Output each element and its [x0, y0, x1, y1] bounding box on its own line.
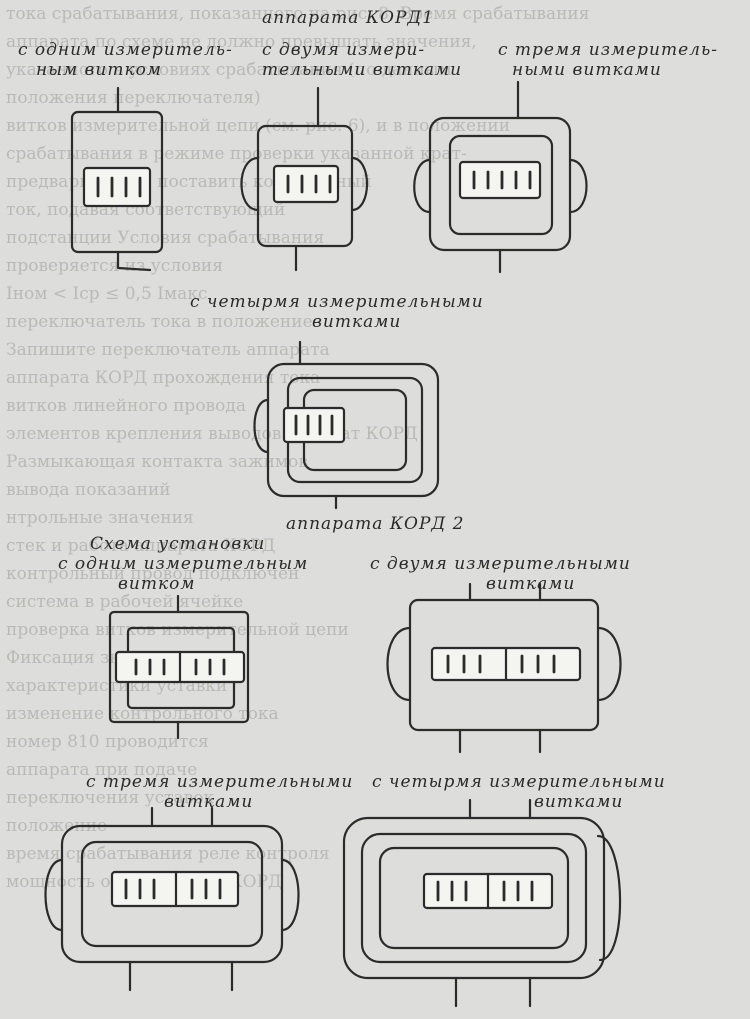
background-text-line: витков линейного провода	[6, 396, 246, 416]
background-text-line: проверка витков измерительной цепи	[6, 620, 349, 640]
background-text-line: аппарата КОРД прохождения тока	[6, 368, 321, 388]
label-title-kord1: аппарата КОРД1	[262, 8, 435, 28]
diagram-kord1-three-turns	[413, 80, 588, 274]
background-text-line: стек и работа аппарата КОРД	[6, 536, 276, 556]
label-one-turn-line1: с одним измеритель-	[18, 40, 233, 60]
label-four-b-line2: витками	[534, 792, 624, 812]
background-text-line: вывода показаний	[6, 480, 171, 500]
diagram-kord2-four-turns	[342, 798, 622, 1008]
background-text-line: контрольный провод подключен	[6, 564, 300, 584]
diagram-kord1-one-turn	[70, 86, 164, 272]
label-three-turns-line2: ными витками	[512, 60, 662, 80]
background-text-line: аппарата по схеме не должно превышать зн…	[6, 32, 477, 52]
background-text-line: Размыкающая контакта зажимов	[6, 452, 308, 472]
label-four-turns-line1: с четырмя измерительными	[190, 292, 484, 312]
background-text-line: положения переключателя)	[6, 88, 261, 108]
label-scheme-line2: с одним измерительным	[58, 554, 309, 574]
label-four-turns-line2: витками	[312, 312, 402, 332]
label-two-turns-line2: тельными витками	[262, 60, 463, 80]
background-text-line: проверяется из условия	[6, 256, 223, 276]
background-text-line: указанного в условиях срабатывания (по д…	[6, 60, 452, 80]
label-title-kord2: аппарата КОРД 2	[286, 514, 465, 534]
background-text-line: аппарата при подаче	[6, 760, 198, 780]
background-text-line: переключения уставок	[6, 788, 215, 808]
label-four-b-line1: с четырмя измерительными	[372, 772, 666, 792]
diagram-kord1-two-turns	[240, 86, 369, 272]
background-text-line: витков измерительной цепи (см. рис. 6), …	[6, 116, 511, 136]
label-scheme-line3: витком	[118, 574, 196, 594]
background-text-line: номер 810 проводится	[6, 732, 209, 752]
label-two-b-line2: витками	[486, 574, 576, 594]
label-two-b-line1: с двумя измерительными	[370, 554, 631, 574]
label-three-b-line2: витками	[164, 792, 254, 812]
background-text-line: время срабатывания реле контроля	[6, 844, 330, 864]
diagram-kord1-four-turns	[253, 340, 440, 510]
background-text-line: тока срабатывания, показанного на рис. 8…	[6, 4, 590, 24]
background-text-line: Запишите переключатель аппарата	[6, 340, 330, 360]
label-three-turns-line1: с тремя измеритель-	[498, 40, 718, 60]
background-text-line: система в рабочей ячейке	[6, 592, 244, 612]
diagram-kord2-one-turn	[108, 594, 250, 740]
label-three-b-line1: с тремя измерительными	[86, 772, 354, 792]
background-text-line: переключатель тока в положение	[6, 312, 313, 332]
label-two-turns-line1: с двумя измери-	[262, 40, 426, 60]
background-text-line: ток, подавая соответствующий	[6, 200, 286, 220]
background-text-line: Iном < Iср ≤ 0,5 Iмакс	[6, 284, 208, 304]
background-text-line: положение	[6, 816, 108, 836]
label-scheme-line1: Схема установки	[90, 534, 266, 554]
label-one-turn-line2: ным витком	[36, 60, 162, 80]
diagram-kord2-three-turns	[44, 806, 300, 992]
diagram-kord2-two-turns	[386, 582, 622, 754]
background-text-line: подстанции Условия срабатывания	[6, 228, 325, 248]
background-text-line: нтрольные значения	[6, 508, 194, 528]
